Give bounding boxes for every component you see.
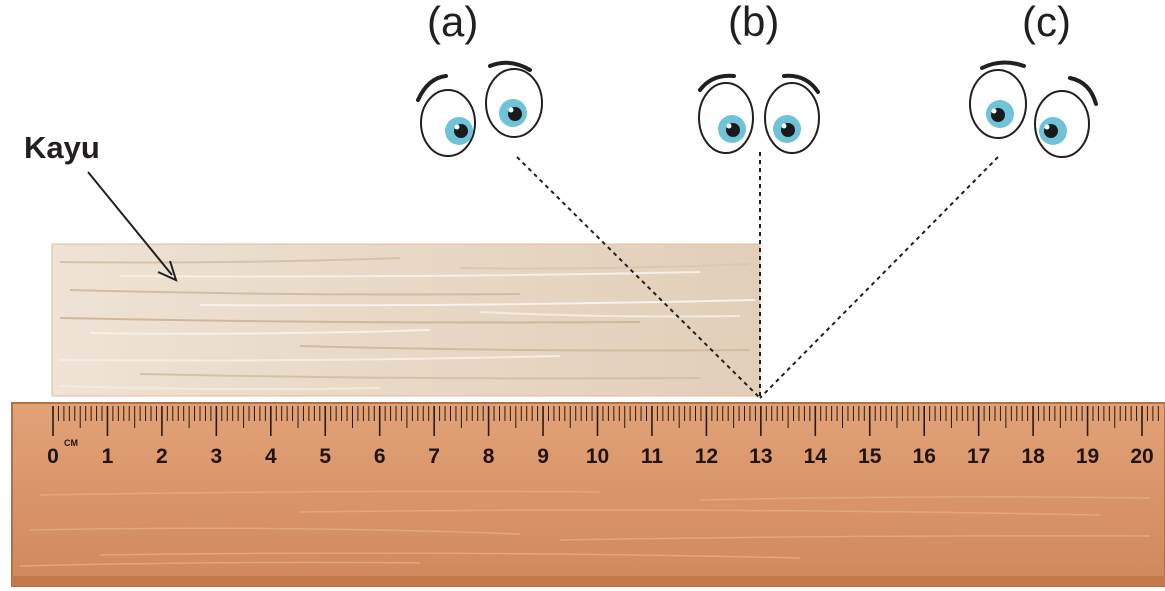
wood-grain-streak <box>139 373 701 380</box>
ruler-number: 14 <box>804 445 828 468</box>
sight-line-c <box>759 156 999 399</box>
wood-grain-streak <box>59 355 561 362</box>
ruler-grain-streak <box>19 561 421 567</box>
ruler-number: 7 <box>428 445 440 468</box>
view-label-a: (a) <box>427 0 478 45</box>
view-label-c: (c) <box>1022 0 1071 45</box>
ruler-grain-streak <box>699 496 1151 501</box>
ruler-number: 16 <box>913 445 936 468</box>
wood-grain-streak <box>59 385 381 391</box>
ruler-number: 19 <box>1076 445 1099 468</box>
unit-label: CM <box>64 438 78 448</box>
wood-grain-streak <box>199 299 756 307</box>
ruler-number: 8 <box>483 445 495 468</box>
wood-grain-streak <box>59 317 641 324</box>
arrow-icon <box>87 171 178 282</box>
wood-grain-streak <box>119 271 701 278</box>
wood-grain <box>59 257 756 391</box>
sight-line-a <box>516 156 761 399</box>
ruler-number: 6 <box>374 445 386 468</box>
ruler-number: 3 <box>211 445 223 468</box>
ruler-number: 10 <box>586 445 609 468</box>
ruler-grain-streak <box>559 535 1151 541</box>
ruler-number: 18 <box>1021 445 1045 468</box>
ruler-grain-streak <box>29 527 521 535</box>
ruler-number: 17 <box>967 445 990 468</box>
ruler-number: 4 <box>265 445 277 468</box>
view-label-b: (b) <box>728 0 779 45</box>
wood-grain-streak <box>69 289 521 296</box>
ruler-number: 0 <box>47 445 59 468</box>
ruler-number: 20 <box>1130 445 1153 468</box>
wood-grain-streak <box>459 263 751 270</box>
sight-lines <box>516 152 999 399</box>
cartoon-eyes-icon <box>969 60 1098 158</box>
ruler-grain-streak <box>299 509 1101 516</box>
ruler-number: 12 <box>695 445 718 468</box>
ruler-grain-streak <box>39 490 601 496</box>
wood-grain-streak <box>59 257 401 264</box>
ruler-number: 11 <box>641 445 664 468</box>
wood-block <box>51 243 761 397</box>
wood-grain-streak <box>299 345 751 352</box>
cartoon-eyes-icon <box>416 60 543 157</box>
ruler-number: 5 <box>319 445 331 468</box>
ruler-number: 1 <box>102 445 114 468</box>
ruler-number: 2 <box>156 445 168 468</box>
ruler-number: 13 <box>749 445 772 468</box>
ruler-number: 9 <box>537 445 549 468</box>
ruler-grain-streak <box>99 552 801 559</box>
ruler-number: 15 <box>858 445 882 468</box>
ruler-grain <box>19 490 1151 567</box>
wood-grain-streak <box>479 311 741 318</box>
wood-grain-streak <box>89 329 431 335</box>
ruler-ticks <box>52 406 1159 436</box>
object-label: Kayu <box>24 130 100 165</box>
cartoon-eyes-icon <box>698 73 820 154</box>
